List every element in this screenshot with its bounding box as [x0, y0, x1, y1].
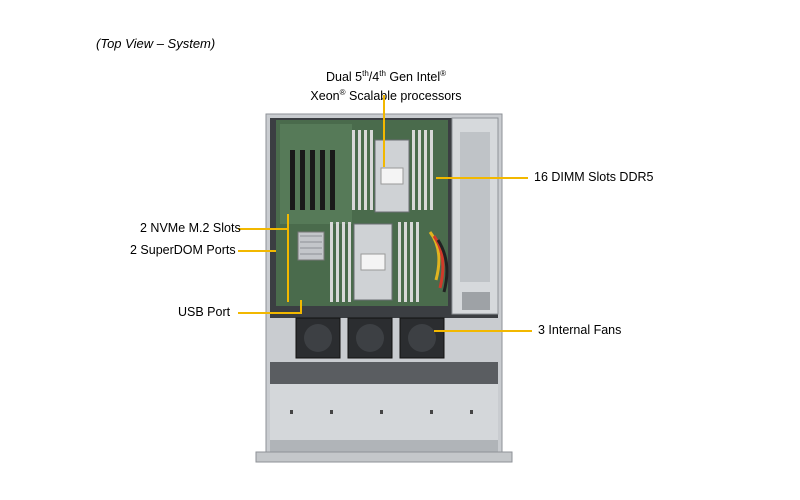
- proc-text-c: Gen Intel: [385, 70, 441, 85]
- proc-text-a: Dual 5: [325, 70, 363, 85]
- proc-sup-1: th: [362, 69, 369, 78]
- proc-sup-2: th: [379, 69, 386, 78]
- processors-label-line1: Dual 5th/4th Gen Intel®: [286, 66, 486, 85]
- power-supply-vent: [462, 292, 490, 310]
- cpu1-label-sticker: [380, 167, 404, 185]
- callout-line-usb-vertical: [300, 300, 302, 314]
- superdom-ports-label: 2 SuperDOM Ports: [130, 243, 236, 257]
- nvme-slots-label: 2 NVMe M.2 Slots: [140, 221, 241, 235]
- callout-line-fans: [434, 330, 532, 332]
- callout-line-nvme-vertical: [287, 214, 289, 302]
- chipset-heatsink: [297, 231, 325, 261]
- proc-text-d: Xeon: [310, 89, 340, 104]
- proc-text-e: Scalable processors: [345, 89, 462, 104]
- vent-holes: [290, 410, 473, 414]
- proc-sup-4: ®: [339, 88, 346, 98]
- internal-fans-label: 3 Internal Fans: [538, 323, 622, 337]
- callout-line-dimm: [436, 177, 528, 179]
- front-bezel: [255, 451, 513, 463]
- power-cables: [428, 231, 449, 293]
- callout-line-processors: [383, 95, 385, 167]
- chipset-fins: [300, 235, 322, 255]
- processors-label-line2: Xeon® Scalable processors: [286, 85, 486, 104]
- power-supply-cover: [460, 132, 490, 282]
- proc-text-b: /4: [368, 70, 380, 85]
- callout-line-usb: [238, 312, 302, 314]
- callout-line-superdom: [238, 250, 276, 252]
- proc-sup-3: ®: [440, 69, 447, 78]
- dimm-bank-2: [330, 222, 419, 302]
- diagram-caption: (Top View – System): [96, 36, 216, 51]
- usb-port-label: USB Port: [178, 305, 231, 319]
- cpu2-label-sticker: [360, 253, 386, 271]
- dimm-bank-1: [352, 130, 433, 210]
- fans: [295, 317, 445, 359]
- dimm-slots-label: 16 DIMM Slots DDR5: [534, 170, 654, 184]
- callout-line-nvme: [238, 228, 288, 230]
- processors-label: Dual 5th/4th Gen Intel® Xeon® Scalable p…: [286, 66, 486, 104]
- pcie-slots: [290, 150, 335, 210]
- drive-backplane: [270, 362, 498, 384]
